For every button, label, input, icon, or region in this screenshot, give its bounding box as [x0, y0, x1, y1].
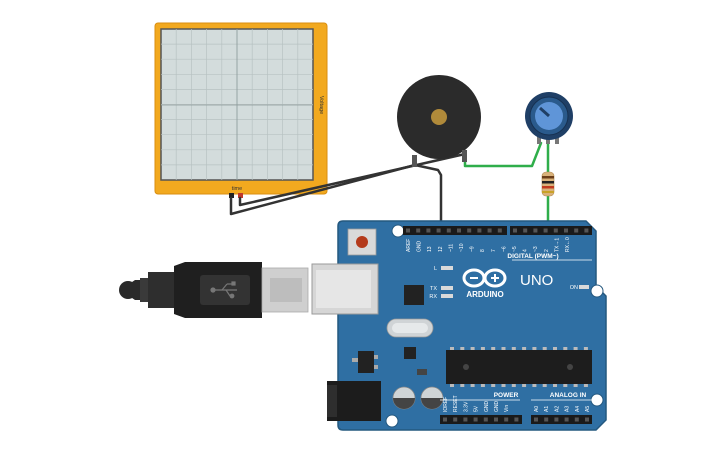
wires — [229, 141, 550, 234]
pin-label: AREF — [406, 239, 412, 252]
led-l-label: L — [434, 266, 437, 272]
arduino-logo-text: ARDUINO — [466, 290, 503, 299]
led-on — [579, 285, 589, 289]
header-power — [440, 415, 522, 424]
digital-pwm-label: DIGITAL (PWM~) — [507, 253, 558, 260]
pin-label: GND — [417, 241, 423, 253]
pin-label: IOREF — [443, 397, 449, 412]
pin-label: 8 — [480, 249, 486, 252]
led-tx — [441, 286, 453, 290]
wire-scope-neg[interactable] — [229, 163, 417, 216]
pin-label: A2 — [554, 406, 560, 412]
arduino-model: UNO — [520, 272, 553, 289]
pin-label: GND — [484, 401, 490, 413]
usb-cable[interactable] — [119, 262, 309, 318]
led-l — [441, 266, 453, 270]
pin-label: ~6 — [501, 246, 507, 252]
pin-label: 5V — [474, 405, 480, 412]
buzzer-center-icon — [431, 109, 447, 125]
wire-buzzer-pot[interactable] — [463, 141, 543, 168]
pin-label: ~3 — [533, 246, 539, 252]
pin-label: RX←0 — [565, 237, 571, 252]
pin-label: GND — [494, 401, 500, 413]
wire-buzzer-gnd[interactable] — [413, 163, 443, 234]
usb-icon — [210, 281, 237, 299]
pin-label: 7 — [491, 249, 497, 252]
pin-label: 3.3V — [463, 401, 469, 412]
pin-label: A0 — [534, 406, 540, 412]
led-rx — [441, 294, 453, 298]
power-label: POWER — [494, 392, 519, 399]
arduino-uno-board[interactable]: L TX RX ON ARDUINO UNO AREF GND 13 12 ~11 ~10… — [311, 220, 607, 431]
pin-label: 13 — [427, 246, 433, 252]
pin-label: ~9 — [470, 246, 476, 252]
pin-label: ~10 — [459, 243, 465, 252]
oscilloscope-x-label: time — [232, 186, 242, 192]
arduino-logo-icon — [462, 268, 507, 288]
pin-label: 12 — [438, 246, 444, 252]
pin-label: A1 — [544, 406, 550, 412]
scope-probe-negative[interactable] — [229, 193, 234, 198]
reset-button[interactable] — [347, 228, 377, 256]
wire-scope-pos[interactable] — [238, 152, 467, 207]
led-rx-label: RX — [429, 294, 437, 300]
pin-label: TX→1 — [554, 238, 560, 252]
pin-label: A5 — [585, 406, 591, 412]
resistor[interactable] — [541, 171, 555, 197]
pin-label: ~5 — [512, 246, 518, 252]
potentiometer-knob-icon[interactable] — [539, 106, 550, 118]
pin-label: ~11 — [448, 244, 454, 252]
scope-probe-positive[interactable] — [238, 193, 243, 198]
potentiometer[interactable] — [525, 92, 573, 144]
header-top-left — [403, 226, 507, 235]
pin-label: A4 — [575, 406, 581, 412]
pin-label: 2 — [544, 249, 550, 252]
on-label: ON — [570, 285, 578, 291]
oscilloscope[interactable]: time Voltage — [154, 22, 328, 198]
header-analog — [531, 415, 592, 424]
analog-in-label: ANALOG IN — [550, 392, 587, 399]
led-tx-label: TX — [430, 286, 437, 292]
pin-label: RESET — [453, 395, 459, 412]
pin-label: A3 — [565, 406, 571, 412]
header-top-right — [510, 226, 592, 235]
pin-label: 4 — [523, 249, 529, 252]
pin-label: Vin — [504, 405, 510, 412]
piezo-buzzer[interactable] — [397, 75, 481, 167]
oscilloscope-y-label: Voltage — [318, 96, 324, 114]
